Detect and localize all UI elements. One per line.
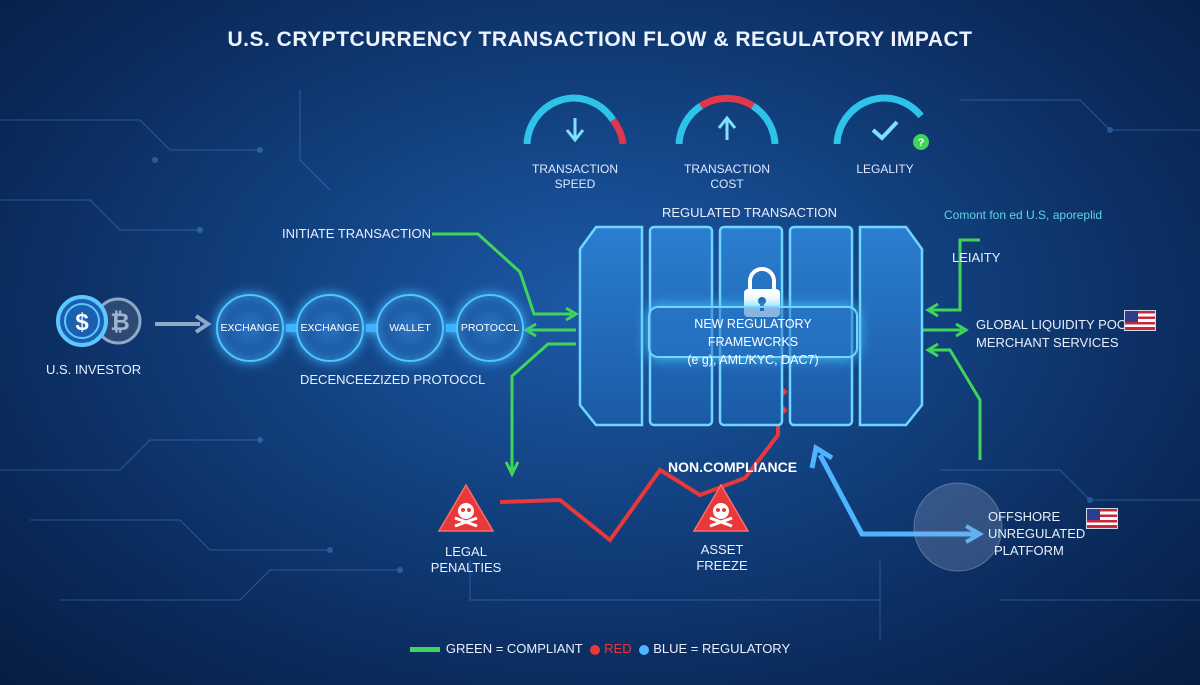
legend-green-swatch [409,647,440,653]
arrow-down-icon [565,118,585,143]
chain-node-exchange: EXCHANGE [296,294,364,362]
investor-coins: ₿ $ [56,295,142,347]
chain-node-protocol: PROTOCCL [456,294,524,362]
svg-text:?: ? [918,137,925,149]
legend-green: GREEN = COMPLIANT [445,641,583,656]
skull-warning-icon [692,483,750,532]
legend: GREEN = COMPLIANT RED BLUE = REGULATORY [0,641,1200,656]
non-compliance-label: NON.COMPLIANCE [668,459,798,475]
bitcoin-icon: ₿ [110,308,130,336]
arrow-up-icon [717,115,737,140]
page-title: U.S. CRYPTCURRENCY TRANSACTION FLOW & RE… [227,28,973,51]
checkmark-icon [871,120,899,141]
legaity-label: LEIAITY [952,250,1001,265]
merchant-services-label: MERCHANT SERVICES [976,335,1119,350]
global-liquidity-label: GLOBAL LIQUIDITY POOLS [976,317,1143,332]
chain-caption: DECENCEEZIZED PROTOCCL [300,372,486,387]
regulated-block [578,225,924,427]
legend-red-dot [590,644,601,655]
regulatory-framework-box: NEW REGULATORY FRAMEWCRKS (e g), AML/KYC… [648,306,858,367]
legend-red: RED [604,641,632,656]
gauge-speed [523,94,627,145]
gauge-legality-label: LEGALITY [856,162,914,176]
legend-blue-dot [639,644,650,655]
skull-warning-icon [437,483,495,532]
gauge-legality: ? [833,94,929,150]
us-flag-icon [1124,310,1156,331]
dollar-icon: $ [75,309,89,336]
us-flag-icon [1086,508,1118,529]
chain-node-exchange: EXCHANGE [216,294,284,362]
chain-node-wallet: WALLET [376,294,444,362]
legend-blue: BLUE = REGULATORY [653,641,791,656]
initiate-transaction-label: INITIATE TRANSACTION [282,226,432,241]
regulated-title: REGULATED TRANSACTION [662,205,838,220]
help-icon: ? [913,134,929,150]
gauge-cost [675,94,779,145]
investor-label: U.S. INVESTOR [46,362,142,377]
right-note: Comont fon ed U.S, aporeplid [944,208,1103,222]
